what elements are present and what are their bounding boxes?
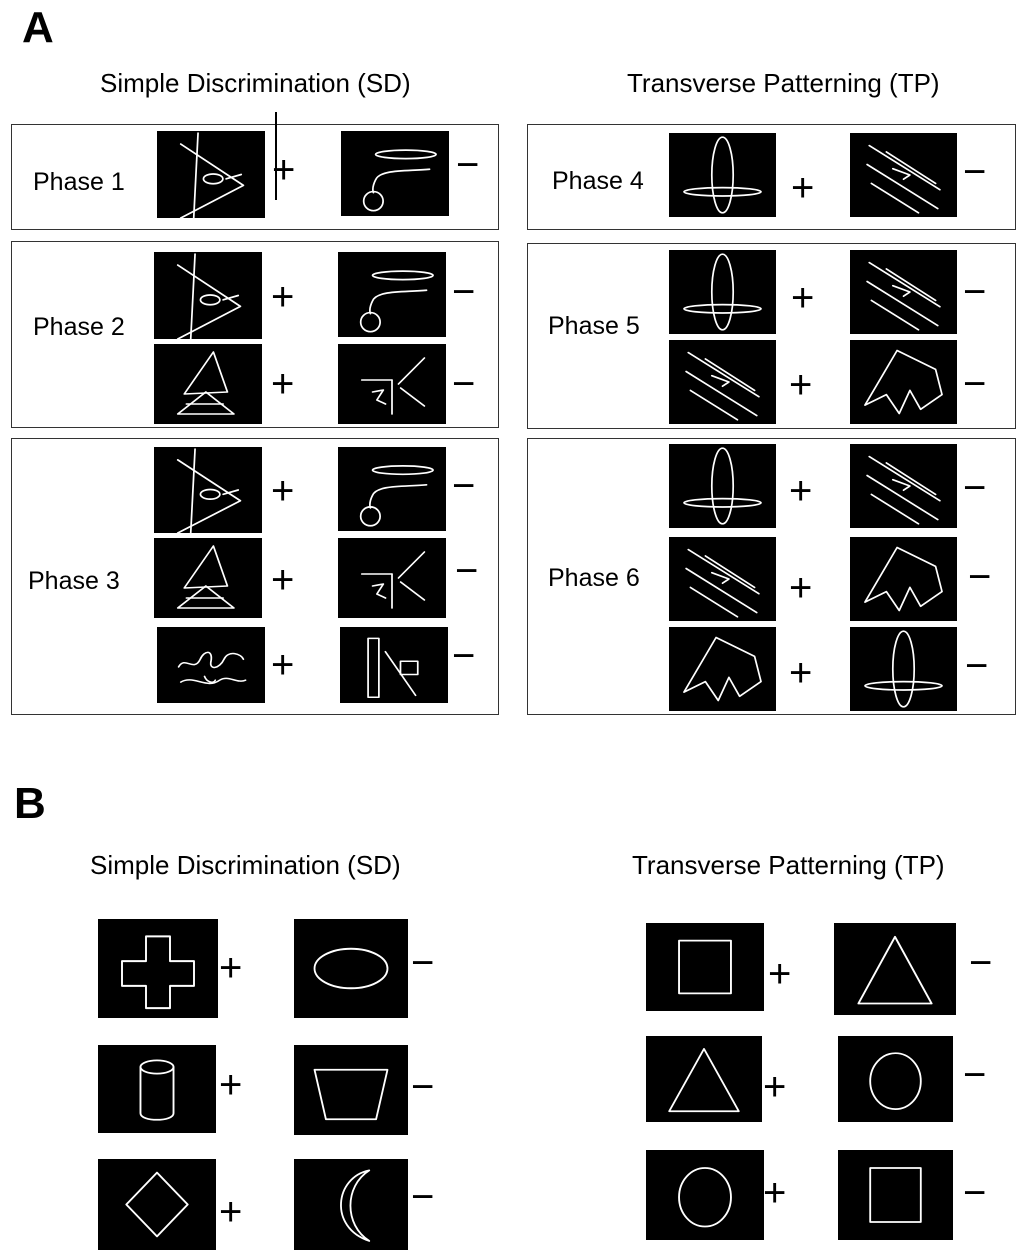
phase-5-box [527,243,1016,429]
triangle-ellipse-stimulus [154,447,262,533]
diagonal-lines-stimulus [850,444,957,528]
angle-lines-stimulus [338,344,446,424]
phase-4-box [527,124,1016,230]
crossed-ellipse-stimulus [850,627,957,711]
plus-sign: + [768,952,792,996]
diagonal-lines-stimulus [850,133,957,217]
loop-stimulus [338,252,446,337]
loop-stimulus [338,447,446,531]
cross-stimulus [98,919,218,1018]
minus-sign: − [452,362,476,406]
minus-sign: − [452,270,476,314]
crescent-stimulus [294,1159,408,1250]
square-stimulus [838,1150,953,1240]
minus-sign: − [965,644,989,688]
polygon-stimulus [669,627,776,711]
panel-b-tp-title: Transverse Patterning (TP) [632,850,945,880]
diamond-stimulus [98,1159,216,1250]
crossed-ellipse-stimulus [669,444,776,528]
phase-3-label: Phase 3 [28,567,120,595]
phase-3-box [11,438,499,715]
plus-sign: + [272,148,296,192]
minus-sign: − [963,1053,987,1097]
minus-sign: − [456,143,480,187]
phase-6-box [527,438,1016,715]
plus-sign: + [271,643,295,687]
plus-sign: + [271,558,295,602]
loop-stimulus [341,131,449,216]
panel-b-sd-title: Simple Discrimination (SD) [90,850,401,880]
trapezoid-stimulus [294,1045,408,1135]
minus-sign: − [455,549,479,593]
phase-2-label: Phase 2 [33,313,125,341]
cylinder-stimulus [98,1045,216,1133]
plus-sign: + [219,1063,243,1107]
minus-sign: − [452,464,476,508]
phase-2-box [11,241,499,428]
stacked-triangles-stimulus [154,344,262,424]
minus-sign: − [963,362,987,406]
plus-sign: + [791,276,815,320]
diagonal-lines-stimulus [669,537,776,621]
plus-sign: + [789,651,813,695]
phase-5-label: Phase 5 [548,312,640,340]
minus-sign: − [963,270,987,314]
polygon-stimulus [850,340,957,424]
minus-sign: − [411,941,435,985]
minus-sign: − [963,1171,987,1215]
plus-sign: + [219,1190,243,1234]
minus-sign: − [963,466,987,510]
plus-sign: + [791,166,815,210]
polygon-stimulus [850,537,957,621]
plus-sign: + [271,362,295,406]
minus-sign: − [968,555,992,599]
diagonal-lines-stimulus [669,340,776,424]
panel-a-letter: A [22,3,54,52]
ellipse-stimulus [294,919,408,1018]
panel-a-sd-title: Simple Discrimination (SD) [100,68,411,98]
crossed-ellipse-stimulus [669,133,776,217]
diagonal-lines-stimulus [850,250,957,334]
bar-flag-stimulus [340,627,448,703]
minus-sign: − [411,1175,435,1219]
phase-1-box [11,124,499,230]
plus-sign: + [219,946,243,990]
minus-sign: − [969,941,993,985]
minus-sign: − [452,634,476,678]
triangle-stimulus [834,923,956,1015]
triangle-stimulus [646,1036,762,1122]
panel-a-tp-title: Transverse Patterning (TP) [627,68,940,98]
angle-lines-stimulus [338,538,446,618]
triangle-ellipse-stimulus [157,131,265,218]
plus-sign: + [789,363,813,407]
phase-6-label: Phase 6 [548,564,640,592]
plus-sign: + [271,469,295,513]
phase-1-marker-line [275,112,277,200]
plus-sign: + [271,275,295,319]
squiggle-stimulus [157,627,265,703]
minus-sign: − [411,1065,435,1109]
plus-sign: + [789,566,813,610]
stacked-triangles-stimulus [154,538,262,618]
plus-sign: + [763,1171,787,1215]
minus-sign: − [963,150,987,194]
plus-sign: + [763,1065,787,1109]
phase-4-label: Phase 4 [552,167,644,195]
panel-b-letter: B [14,779,46,828]
plus-sign: + [789,469,813,513]
triangle-ellipse-stimulus [154,252,262,339]
crossed-ellipse-stimulus [669,250,776,334]
phase-1-label: Phase 1 [33,168,125,196]
circle-stimulus [838,1036,953,1122]
square-stimulus [646,923,764,1011]
circle-stimulus [646,1150,764,1240]
